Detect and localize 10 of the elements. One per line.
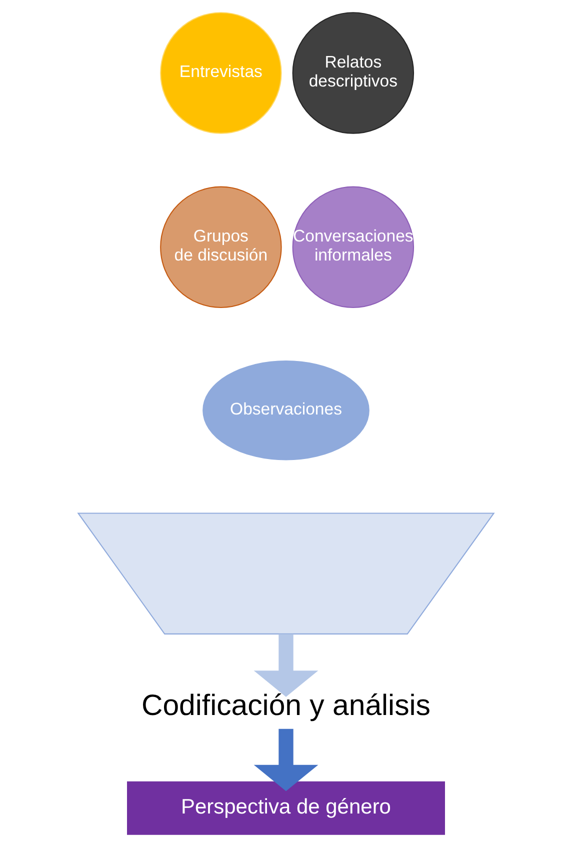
node-funnel — [76, 512, 494, 634]
arrow — [253, 728, 318, 792]
node-circle: Entrevistas — [160, 12, 282, 134]
node-circle: Conversaciones informales — [292, 186, 414, 308]
node-circle: Grupos de discusión — [160, 186, 282, 308]
arrow — [253, 634, 318, 697]
node-text: Codificación y análisis — [141, 689, 430, 722]
node-ellipse: Observaciones — [202, 360, 369, 460]
node-box: Perspectiva de género — [126, 781, 444, 835]
node-circle: Relatos descriptivos — [292, 12, 414, 134]
